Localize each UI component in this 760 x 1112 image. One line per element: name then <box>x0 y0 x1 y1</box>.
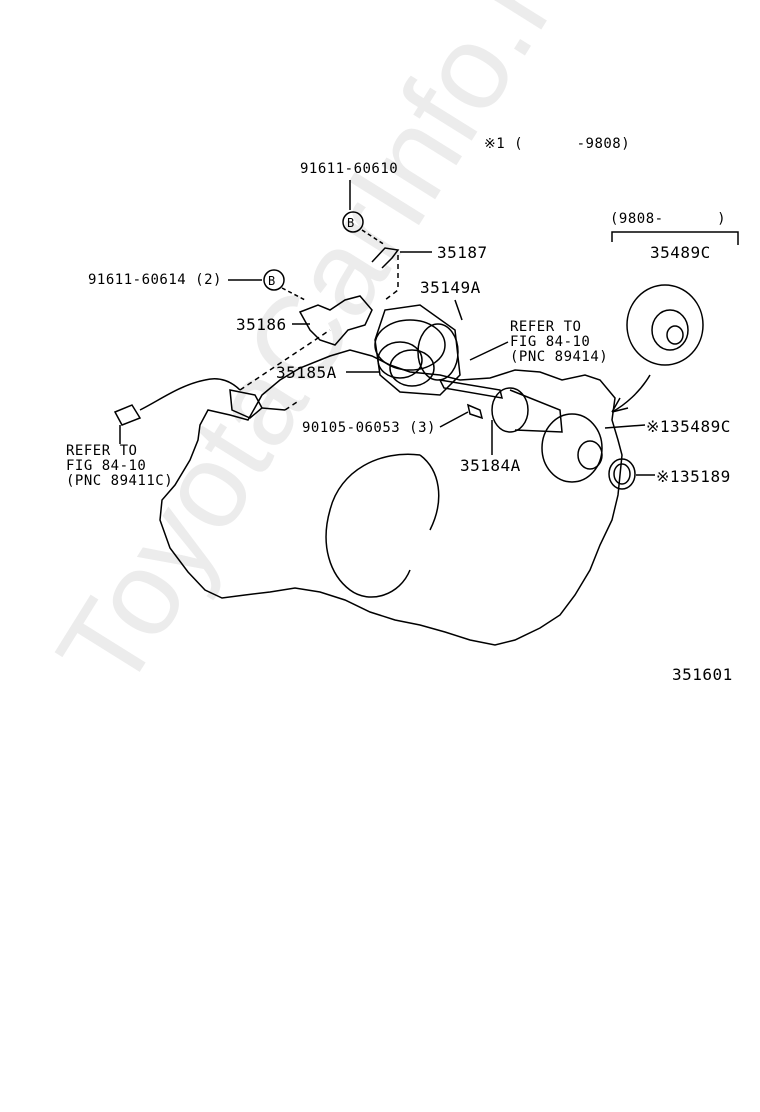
gear-35184a-shaft <box>509 389 563 433</box>
leader-refer-right <box>469 341 509 361</box>
part-label-35185a: 35185A <box>276 363 337 382</box>
part-label-90105-06053: 90105-06053 (3) <box>302 420 436 436</box>
assembly-dashed-1 <box>239 329 331 391</box>
speed-sensor-body <box>229 389 263 419</box>
refer-right-line-2: FIG 84-10 <box>510 334 591 350</box>
part-label-35184a: 35184A <box>460 456 521 475</box>
part-label-35489c: 35489C <box>650 243 711 262</box>
part-label-91611-60614: 91611-60614 (2) <box>88 272 222 288</box>
sensor-tip <box>261 407 286 411</box>
driven-gear-35489c <box>626 284 704 366</box>
bell-housing-curve <box>325 453 421 598</box>
oil-seal-135189 <box>608 458 636 490</box>
part-label-35187: 35187 <box>437 243 488 262</box>
badge-b1-letter: B <box>347 216 355 230</box>
gear-35184a-flange <box>491 387 529 433</box>
part-label-135489c: ※135489C <box>646 417 731 436</box>
bracket-35186 <box>298 295 373 346</box>
refer-right-line-3: (PNC 89414) <box>510 349 609 365</box>
badge-circle-b1 <box>342 211 364 233</box>
assembly-dashed-2 <box>284 399 301 411</box>
driven-gear-inner <box>651 309 689 351</box>
bell-housing-curve-2 <box>419 454 440 531</box>
assembly-dashed-3 <box>384 255 399 301</box>
sensor-housing-outline <box>374 304 461 396</box>
sensor-housing-body <box>417 323 459 381</box>
leader-35149a <box>454 299 463 321</box>
refer-left-line-1: REFER TO <box>66 443 138 459</box>
drive-gear-135489c <box>541 413 603 483</box>
part-label-35186: 35186 <box>236 315 287 334</box>
bolt-90105-06053 <box>466 403 484 420</box>
badge-b2-letter: B <box>268 274 276 288</box>
part-label-135189: ※135189 <box>656 467 731 486</box>
note-range-1: ※1 ( -9808) <box>484 136 631 152</box>
leader-135489c <box>604 424 646 429</box>
oil-seal-inner <box>613 463 631 485</box>
bracket-bar-range <box>611 231 739 245</box>
drive-gear-hub <box>577 440 603 470</box>
refer-left-line-3: (PNC 89411C) <box>66 473 174 489</box>
badge-circle-b2 <box>263 269 285 291</box>
leader-90105 <box>439 411 469 428</box>
arrow-head <box>611 397 629 413</box>
leader-dashed-2 <box>281 287 306 301</box>
gear-ring-2 <box>389 349 435 387</box>
part-label-35149a: 35149A <box>420 278 481 297</box>
arrow-curve <box>611 374 651 413</box>
connector-plug <box>113 404 142 426</box>
driven-gear-hub <box>666 325 684 345</box>
drive-shaft <box>438 379 504 399</box>
transmission-case-outline <box>159 349 623 646</box>
note-range-2: (9808- ) <box>610 211 727 227</box>
clip-35187 <box>371 247 400 269</box>
gear-ring-1 <box>377 341 423 379</box>
figure-number: 351601 <box>672 665 733 684</box>
leader-dashed-1 <box>361 229 386 246</box>
refer-right-line-1: REFER TO <box>510 319 582 335</box>
sensor-housing-front <box>374 319 446 371</box>
refer-left-line-2: FIG 84-10 <box>66 458 147 474</box>
sensor-wire <box>139 378 241 411</box>
part-label-91611-60610: 91611-60610 <box>300 161 399 177</box>
